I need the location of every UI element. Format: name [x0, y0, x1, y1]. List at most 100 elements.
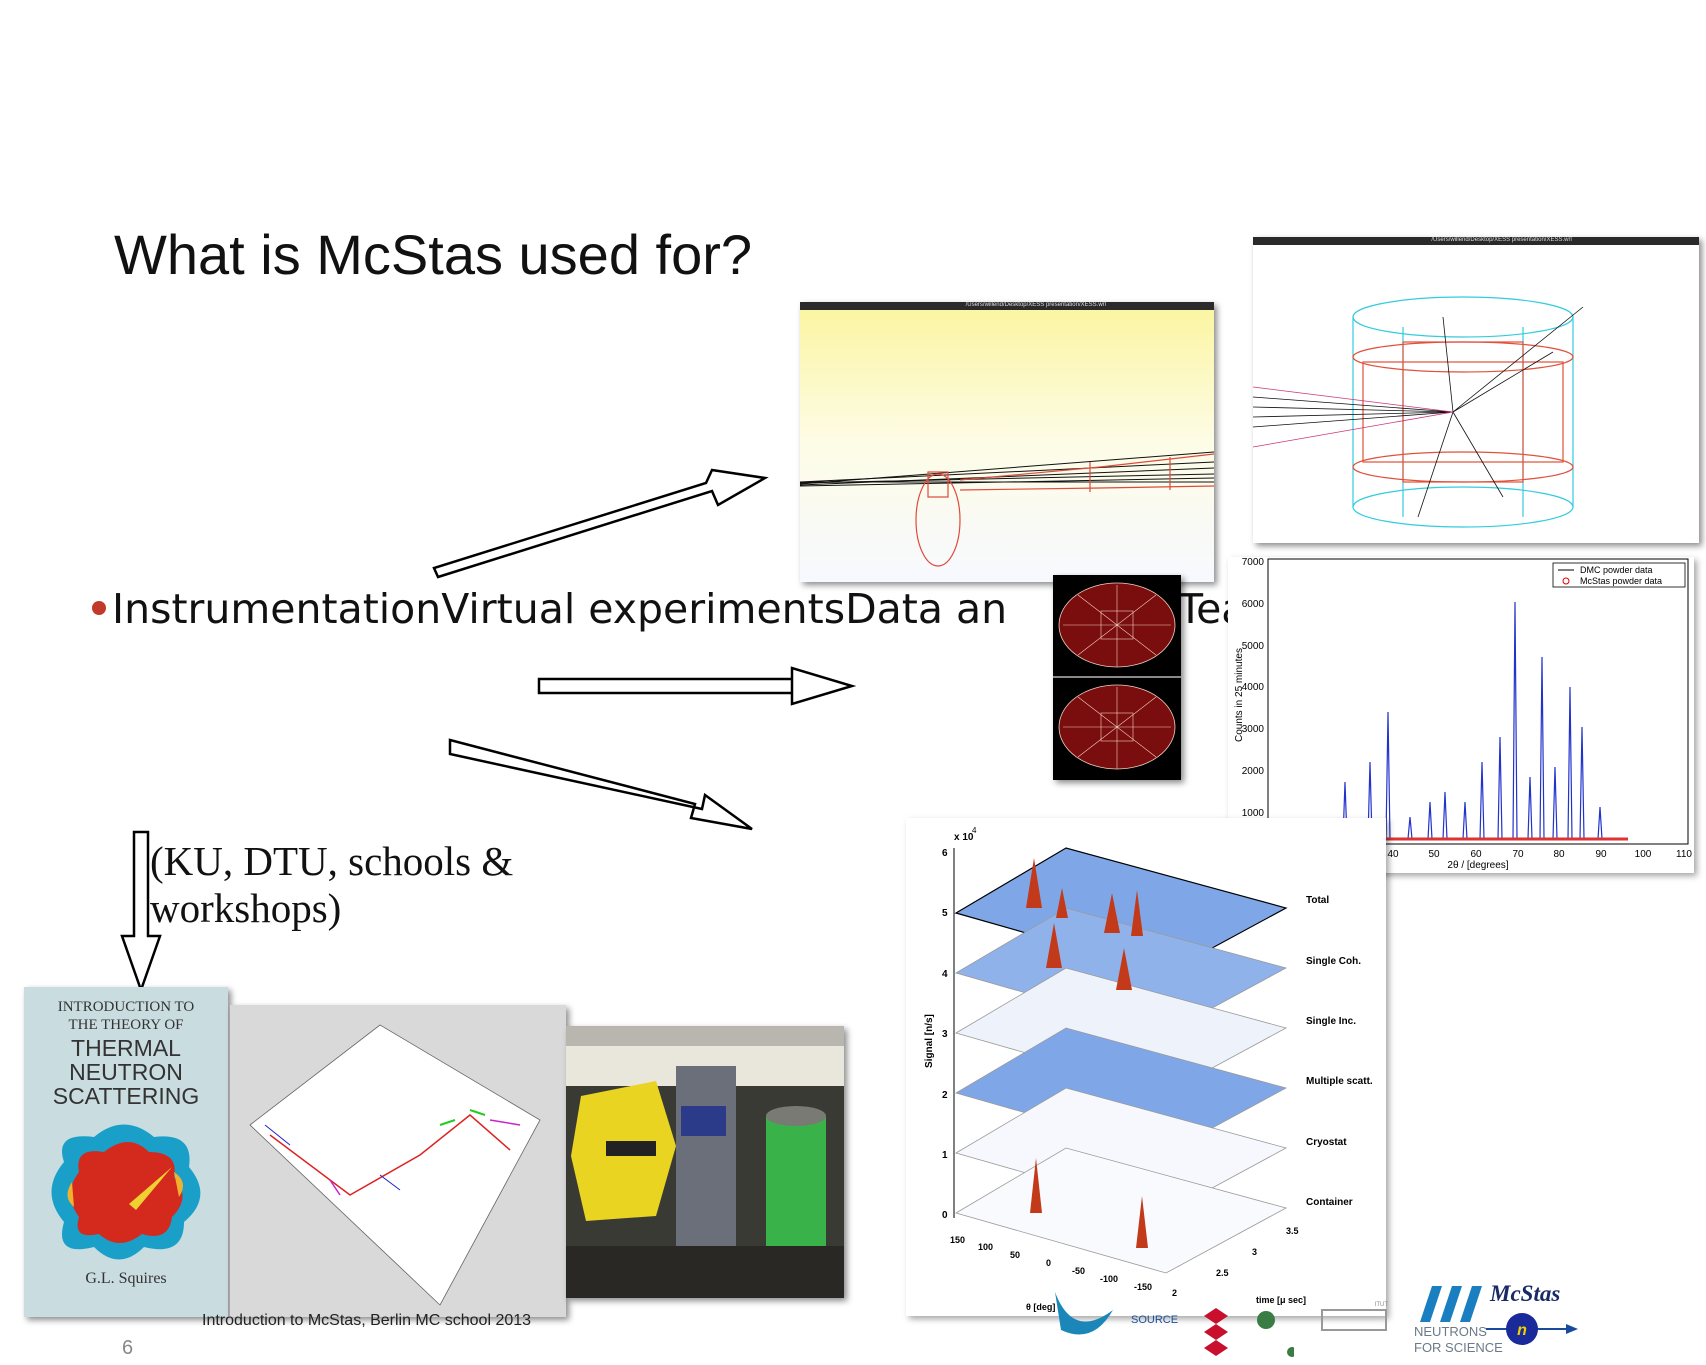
ttick: 3.5 — [1286, 1226, 1299, 1236]
page-number: 6 — [122, 1337, 134, 1359]
powder-legend — [1552, 562, 1686, 588]
book-line-1: INTRODUCTION TO — [57, 999, 195, 1015]
ess-logo-text: SOURCE — [1131, 1314, 1179, 1326]
layer-label: Single Inc. — [1306, 1016, 1356, 1027]
slide-title: What is McStas used for? — [114, 223, 753, 286]
powder-xlabel: 2θ / [degrees] — [1447, 860, 1508, 871]
ill-logo: NEUTRONS FOR SCIENCE — [1412, 1284, 1503, 1362]
cylinder-view-panel: /Users/willend/Desktop/XESS presentation… — [1253, 237, 1699, 543]
bullet-list-item: InstrumentationVirtual experimentsData a… — [92, 585, 1007, 633]
ytick: 3000 — [1242, 724, 1265, 735]
instrument-layout-panel — [230, 1005, 566, 1317]
arrow-to-book-icon — [120, 830, 162, 994]
mcstas-n-text: n — [1517, 1322, 1527, 1339]
ttick: 3 — [1252, 1247, 1257, 1257]
stack-plot: x 10 4 6 5 4 3 2 1 0 Signal [n/s] — [924, 826, 1373, 1312]
detector-images — [1053, 582, 1181, 770]
ytick: 6000 — [1242, 599, 1265, 610]
ttick: 2 — [1172, 1288, 1177, 1298]
xtick: 150 — [950, 1235, 965, 1245]
ytick: 2 — [942, 1090, 948, 1101]
slide-footer: Introduction to McStas, Berlin MC school… — [202, 1312, 532, 1329]
legend-entry: McStas powder data — [1580, 576, 1662, 586]
ess-logo: SOURCE — [1053, 1290, 1178, 1348]
ytick: 0 — [942, 1210, 948, 1221]
powder-plot: 7000 6000 5000 4000 3000 2000 1000 Count… — [1234, 557, 1692, 871]
courses-note: (KU, DTU, schools & workshops) — [150, 838, 513, 932]
beamline-view-panel: /Users/willend/Desktop/XESS presentation… — [800, 302, 1214, 582]
legend-entry: DMC powder data — [1580, 565, 1653, 575]
ytick: 7000 — [1242, 557, 1265, 568]
ytick: 4 — [942, 969, 948, 980]
book-author: G.L. Squires — [85, 1270, 167, 1287]
cylinder-drawing — [1253, 296, 1584, 528]
mcstas-logo-text: McStas — [1490, 1281, 1561, 1306]
instrument-layout — [249, 1024, 541, 1306]
book-line-5: SCATTERING — [52, 1083, 200, 1109]
xtick: -150 — [1134, 1282, 1152, 1292]
mcstas-logo-icon: n — [1486, 1313, 1578, 1345]
arrow-to-detector-icon — [537, 666, 857, 706]
ytick: 5 — [942, 908, 948, 919]
stack-x-ticks: 150 100 50 0 -50 -100 -150 — [950, 1235, 1152, 1292]
xtick: 40 — [1387, 849, 1399, 860]
ytick: 5000 — [1242, 641, 1265, 652]
stack-exponent: x 10 — [954, 832, 974, 843]
stack-y-ticks: 6 5 4 3 2 1 0 — [942, 848, 948, 1221]
bullet-dot-icon — [92, 601, 106, 615]
lab-photo — [566, 1026, 844, 1298]
bullet-text: InstrumentationVirtual experimentsData a… — [112, 585, 1008, 633]
layer-label: Cryostat — [1306, 1137, 1347, 1148]
layer-label: Total — [1306, 895, 1329, 906]
book-line-4: NEUTRON — [69, 1059, 183, 1085]
xtick: -100 — [1100, 1274, 1118, 1284]
xtick: 100 — [1635, 849, 1652, 860]
book-line-3: THERMAL — [71, 1035, 181, 1061]
ttick: 2.5 — [1216, 1268, 1229, 1278]
institute-logo: ITUT — [1320, 1296, 1390, 1332]
stack-t-ticks: 3.5 3 2.5 2 — [1172, 1226, 1299, 1298]
book-cover: INTRODUCTION TO THE THEORY OF THERMAL NE… — [24, 987, 228, 1317]
xtick: 90 — [1595, 849, 1607, 860]
xtick: 70 — [1512, 849, 1524, 860]
stack-plot-panel: x 10 4 6 5 4 3 2 1 0 Signal [n/s] — [906, 818, 1386, 1316]
ytick: 6 — [942, 848, 948, 859]
ytick: 3 — [942, 1029, 948, 1040]
arrow-to-beamline-icon — [432, 468, 769, 579]
courses-line-1: (KU, DTU, schools & — [150, 838, 514, 884]
book-illustration — [51, 1124, 201, 1260]
institute-logo-icon: ITUT — [1321, 1302, 1388, 1331]
stack-exp-power: 4 — [972, 826, 977, 835]
dtu-logo-icon — [1204, 1308, 1297, 1357]
stack-ylabel: Signal [n/s] — [924, 1014, 935, 1068]
xtick: 60 — [1470, 849, 1482, 860]
stack-tlabel: time [μ sec] — [1256, 1295, 1306, 1305]
xtick: -50 — [1072, 1266, 1085, 1276]
ytick: 4000 — [1242, 682, 1265, 693]
stack-layer-labels: Total Single Coh. Single Inc. Multiple s… — [1306, 895, 1373, 1208]
powder-y-ticks: 7000 6000 5000 4000 3000 2000 1000 — [1242, 557, 1265, 819]
detector-images-panel — [1053, 575, 1181, 780]
xtick: 100 — [978, 1242, 993, 1252]
mcstas-logo: McStas n — [1486, 1279, 1596, 1349]
stack-layers — [954, 847, 1288, 1274]
powder-peaks — [1328, 601, 1628, 840]
ill-logo-icon — [1420, 1286, 1482, 1322]
ytick: 1 — [942, 1150, 948, 1161]
stack-peaks — [1026, 858, 1148, 1248]
xtick: 80 — [1553, 849, 1565, 860]
layer-label: Container — [1306, 1197, 1353, 1208]
xtick: 50 — [1010, 1250, 1020, 1260]
ess-logo-icon — [1055, 1292, 1113, 1335]
courses-line-2: workshops) — [150, 885, 342, 931]
cylinder-window-titlebar: /Users/willend/Desktop/XESS presentation… — [1253, 237, 1699, 245]
xtick: 110 — [1676, 849, 1692, 860]
book-line-2: THE THEORY OF — [68, 1017, 184, 1033]
layer-label: Multiple scatt. — [1306, 1076, 1373, 1087]
powder-x-ticks: 40 50 60 70 80 90 100 110 — [1387, 849, 1692, 860]
lab-photo-drawing — [566, 1026, 844, 1298]
arrow-to-stack-icon — [448, 738, 753, 831]
stack-xlabel: θ [deg] — [1026, 1302, 1055, 1312]
beamline-drawing — [800, 451, 1214, 567]
